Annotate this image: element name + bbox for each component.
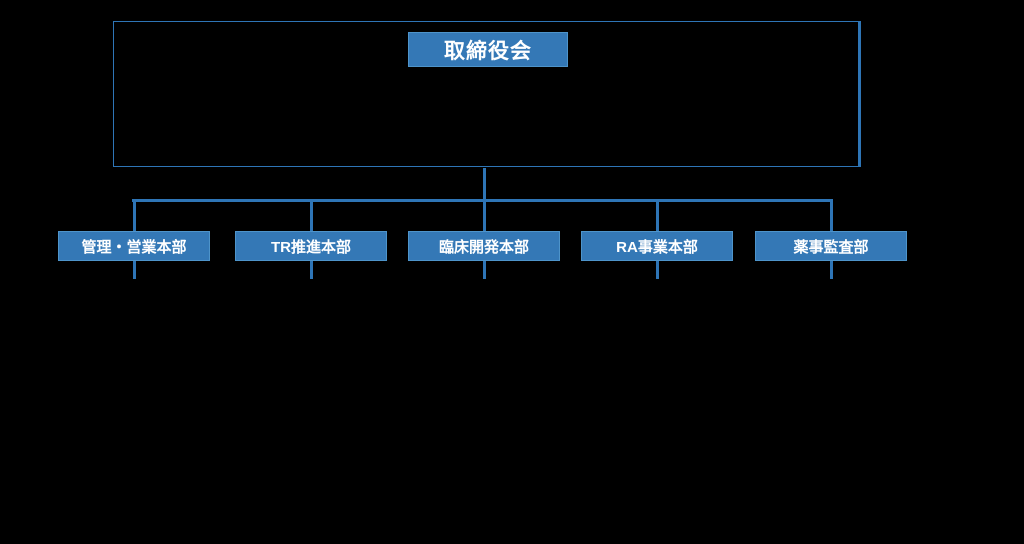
connector-horizontal-rail (132, 199, 833, 202)
connector-trunk (483, 168, 486, 200)
org-node-dept-clinical-development: 臨床開発本部 (408, 231, 560, 261)
org-node-label: 臨床開発本部 (438, 238, 529, 256)
connector-drop-1 (133, 202, 136, 231)
org-node-label: 薬事監査部 (793, 238, 869, 256)
connector-stub-1 (133, 261, 136, 279)
connector-stub-2 (310, 261, 313, 279)
connector-stub-5 (830, 261, 833, 279)
org-node-label: 管理・営業本部 (81, 238, 187, 256)
board-frame (113, 21, 861, 167)
org-node-dept-management-sales: 管理・営業本部 (58, 231, 210, 261)
connector-drop-5 (830, 202, 833, 231)
connector-stub-3 (483, 261, 486, 279)
connector-drop-3 (483, 202, 486, 231)
connector-drop-4 (656, 202, 659, 231)
org-node-label: TR推進本部 (271, 238, 351, 256)
org-node-dept-tr-promotion: TR推進本部 (235, 231, 387, 261)
org-node-dept-ra-business: RA事業本部 (581, 231, 733, 261)
connector-drop-2 (310, 202, 313, 231)
org-node-label: RA事業本部 (616, 238, 698, 256)
org-node-board: 取締役会 (408, 32, 568, 67)
org-node-board-label: 取締役会 (444, 39, 532, 63)
connector-stub-4 (656, 261, 659, 279)
org-node-dept-pharma-audit: 薬事監査部 (755, 231, 907, 261)
